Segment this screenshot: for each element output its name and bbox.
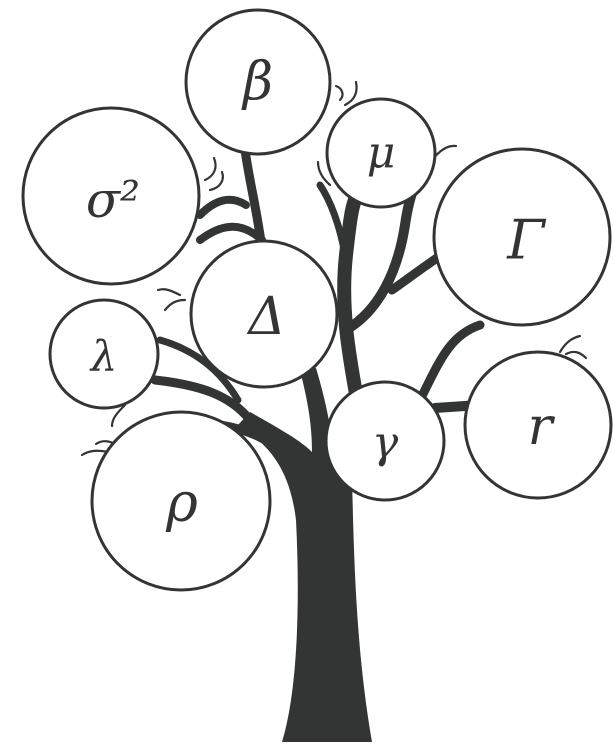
- node-delta: Δ: [191, 241, 337, 387]
- node-gamma-upper: Γ: [434, 149, 610, 325]
- node-beta-label: β: [241, 52, 273, 112]
- node-lambda-label: λ: [89, 332, 118, 381]
- node-sigma2: σ²: [23, 108, 199, 284]
- node-gamma-lower-label: γ: [372, 418, 399, 469]
- node-r-label: r: [528, 397, 556, 457]
- node-sigma2-label: σ²: [86, 171, 140, 229]
- node-lambda: λ: [50, 300, 158, 408]
- node-rho-label: ρ: [165, 471, 198, 534]
- node-beta: β: [186, 10, 330, 154]
- node-rho: ρ: [92, 412, 270, 590]
- node-mu-label: μ: [367, 128, 396, 179]
- node-r: r: [465, 352, 611, 498]
- node-gamma-lower: γ: [326, 382, 444, 500]
- node-mu: μ: [327, 99, 435, 207]
- node-gamma-upper-label: Γ: [506, 209, 547, 272]
- node-delta-label: Δ: [246, 287, 286, 347]
